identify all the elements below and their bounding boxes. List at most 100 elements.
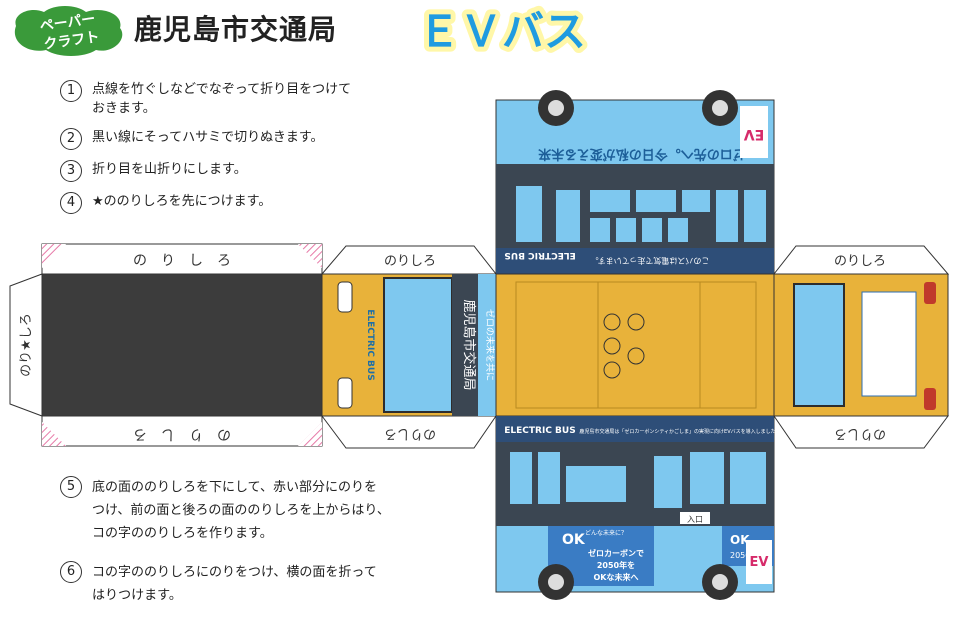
ev-logo-panel bbox=[746, 540, 772, 584]
step-text: コの字ののりしろを作ります。 bbox=[92, 526, 273, 541]
wheel-hub bbox=[712, 100, 728, 116]
upper-window bbox=[636, 190, 676, 212]
step-number: 3 bbox=[60, 160, 82, 182]
front-slogan-band bbox=[478, 274, 496, 416]
glue-star-label: のり★しろ bbox=[19, 313, 34, 377]
upper-window bbox=[716, 190, 738, 242]
paper-craft-badge: ペーパー クラフト bbox=[14, 6, 123, 56]
electric-bus-lower: ELECTRIC BUS bbox=[504, 426, 575, 436]
roof-face bbox=[495, 273, 775, 417]
front-windshield bbox=[383, 277, 453, 413]
instructions-top: 1 点線を竹ぐしなどでなぞって折り目をつけておきます。 2 黒い線にそってハサミ… bbox=[60, 80, 420, 224]
back-lamp bbox=[924, 282, 936, 304]
lower-window bbox=[566, 466, 626, 502]
roof-vent-icon bbox=[603, 313, 621, 331]
step-text: コの字ののりしろにのりをつけ、横の面を折って bbox=[92, 565, 377, 580]
step-number: 5 bbox=[60, 476, 82, 498]
back-face-group: のりしろ のりしろ bbox=[772, 245, 950, 449]
glue-label-top: の り し ろ bbox=[133, 253, 231, 269]
side-ad-line2: 2050年を bbox=[597, 560, 635, 570]
step-text: 底の面ののりしろを下にして、赤い部分にのりを bbox=[92, 480, 377, 495]
hatch-corner bbox=[298, 422, 322, 446]
badge-line1: ペーパー bbox=[39, 11, 97, 35]
ev-title-text: ＥＶバス bbox=[418, 7, 586, 56]
entrance-label: 入口 bbox=[687, 515, 703, 524]
ev-logo-panel bbox=[740, 106, 768, 158]
upper-window bbox=[516, 186, 542, 242]
instructions-bottom: 5 底の面ののりしろを下にして、赤い部分にのりをつけ、前の面と後ろの面ののりしろ… bbox=[60, 476, 420, 623]
step-text: おきます。 bbox=[92, 101, 156, 116]
entrance-sign bbox=[680, 512, 710, 524]
hatch-corner bbox=[42, 244, 66, 268]
glue-label-bottom: の り し ろ bbox=[133, 426, 231, 442]
back-glue-label-bottom: のりしろ bbox=[834, 426, 886, 441]
roof-slogan: ゼロの先へ。今日の私が変える未来 bbox=[537, 146, 746, 162]
ad-bubble: どんな未来に？ bbox=[585, 529, 627, 537]
badge-line2: クラフト bbox=[43, 29, 101, 53]
lower-window bbox=[654, 456, 682, 508]
front-vertical-slogan: ゼロの未来を共に bbox=[484, 309, 496, 381]
step-text: 折り目を山折りにします。 bbox=[92, 162, 247, 177]
instruction-step-5: 5 底の面ののりしろを下にして、赤い部分にのりをつけ、前の面と後ろの面ののりしろ… bbox=[60, 476, 420, 545]
ok-logo: OK bbox=[562, 532, 586, 548]
roof-vent-icon bbox=[627, 313, 645, 331]
ev-bus-title: ＥＶバス ＥＶバス bbox=[413, 2, 591, 58]
upper-window bbox=[744, 190, 766, 242]
roof-panel bbox=[515, 281, 599, 409]
front-panel-dark bbox=[452, 274, 478, 416]
front-lamp-top bbox=[337, 281, 353, 313]
year-label: 2050 bbox=[730, 551, 750, 560]
roof-vent-icon bbox=[603, 337, 621, 355]
step-number: 2 bbox=[60, 128, 82, 150]
back-lamp bbox=[924, 388, 936, 410]
front-glue-label-bottom: のりしろ bbox=[384, 426, 436, 441]
roof-vent-icon bbox=[627, 347, 645, 365]
upper-window bbox=[642, 218, 662, 242]
wheel-hub bbox=[548, 574, 564, 590]
side-ad-line3: OKな未来へ bbox=[594, 572, 639, 582]
lower-window bbox=[690, 452, 724, 504]
hatch-corner bbox=[298, 244, 322, 268]
upper-window bbox=[590, 218, 610, 242]
hatch-corner bbox=[42, 422, 66, 446]
instruction-step-3: 3 折り目を山折りにします。 bbox=[60, 160, 420, 182]
front-lamp-bottom bbox=[337, 377, 353, 409]
step-text: はりつけます。 bbox=[92, 588, 182, 603]
bottom-face bbox=[41, 273, 323, 417]
electric-bus-upper: ELECTRIC BUS bbox=[504, 250, 575, 260]
instruction-step-4: 4 ★ののりしろを先につけます。 bbox=[60, 192, 420, 214]
step-text: 点線を竹ぐしなどでなぞって折り目をつけて bbox=[92, 82, 352, 97]
bottom-face-group: の り し ろ の り し ろ のり★しろ bbox=[9, 243, 323, 447]
upper-window bbox=[668, 218, 688, 242]
glue-flap-star bbox=[9, 273, 43, 417]
page-title: 鹿児島市交通局 bbox=[134, 13, 338, 46]
lower-window bbox=[538, 452, 560, 504]
instruction-step-1: 1 点線を竹ぐしなどでなぞって折り目をつけておきます。 bbox=[60, 80, 420, 118]
lower-caption-band bbox=[496, 416, 774, 442]
upper-window bbox=[682, 190, 710, 212]
roof-vent-icon bbox=[603, 361, 621, 379]
ev-logo-lower: EV bbox=[750, 555, 769, 570]
side-ad-line1: ゼロカーボンで bbox=[588, 548, 644, 558]
instruction-step-6: 6 コの字ののりしろにのりをつけ、横の面を折ってはりつけます。 bbox=[60, 561, 420, 607]
electric-bus-caption: このバスは電気で走っています。 bbox=[591, 256, 710, 266]
ok-logo-right: OK bbox=[730, 533, 750, 547]
step-number: 1 bbox=[60, 80, 82, 102]
upper-window bbox=[616, 218, 636, 242]
front-ev-label: ELECTRIC BUS bbox=[365, 309, 375, 380]
front-face-group: のりしろ のりしろ 鹿児島市交通局 ELECTRIC BUS ゼロの未来を共に bbox=[320, 245, 498, 449]
front-glue-label-top: のりしろ bbox=[384, 254, 436, 269]
side-caption: 鹿児島市交通局は「ゼロカーボンシティかごしま」の実現に向けEVバスを導入しました… bbox=[579, 428, 780, 435]
step-text: 黒い線にそってハサミで切りぬきます。 bbox=[92, 130, 324, 145]
upper-side-face: ゼロの先へ。今日の私が変える未来 EV ELECTRIC BUS このバスは電気… bbox=[495, 90, 775, 275]
ev-title-outline: ＥＶバス bbox=[418, 7, 586, 56]
upper-caption-band bbox=[496, 248, 774, 274]
back-window bbox=[793, 283, 845, 407]
lower-window bbox=[510, 452, 532, 504]
step-number: 6 bbox=[60, 561, 82, 583]
upper-window bbox=[556, 190, 580, 242]
ev-logo-upper: EV bbox=[744, 126, 765, 142]
instruction-step-2: 2 黒い線にそってハサミで切りぬきます。 bbox=[60, 128, 420, 150]
step-text: つけ、前の面と後ろの面ののりしろを上からはり、 bbox=[92, 503, 390, 518]
